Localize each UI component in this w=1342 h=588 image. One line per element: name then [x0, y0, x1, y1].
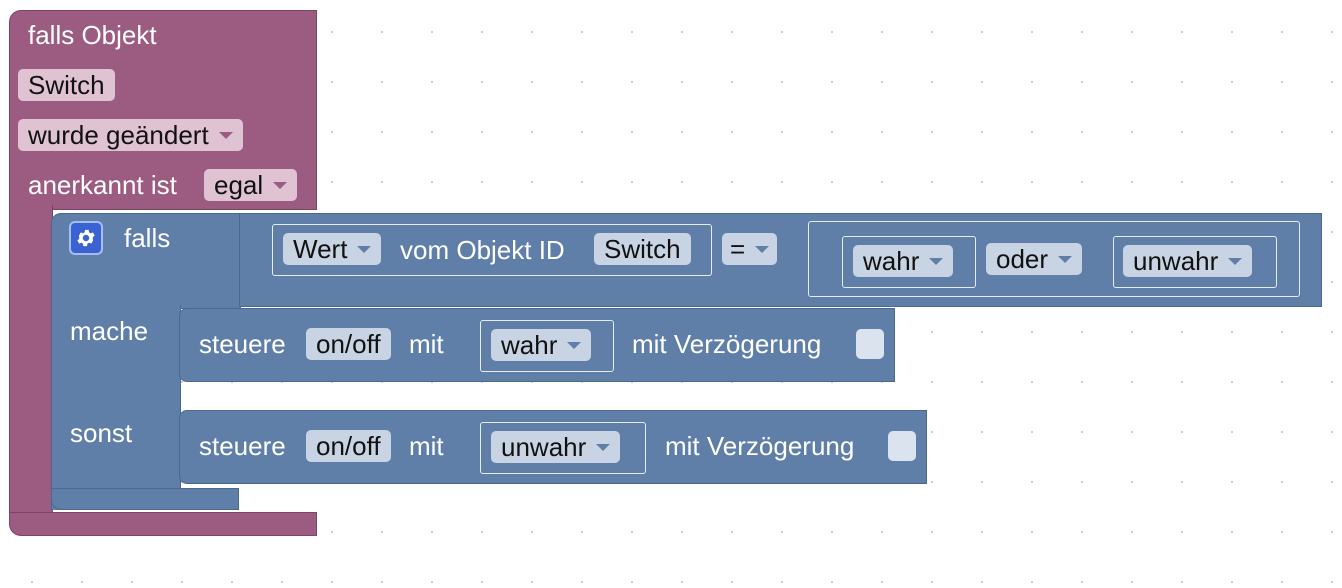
right-bool-dropdown[interactable]: unwahr — [1123, 245, 1253, 277]
trigger-block-footer — [9, 512, 317, 536]
else-delay-checkbox[interactable] — [888, 431, 916, 461]
then-target-field[interactable]: on/off — [306, 328, 391, 360]
else-delay-label: mit Verzögerung — [665, 431, 855, 461]
left-bool-outline — [842, 236, 976, 288]
then-control-label: steuere — [199, 329, 286, 359]
value-block-outline — [272, 224, 712, 276]
then-value-dropdown[interactable]: wahr — [491, 329, 592, 361]
gear-icon — [77, 229, 95, 247]
ack-dropdown[interactable]: egal — [204, 169, 298, 201]
if-block-footer — [51, 488, 239, 510]
right-bool-outline — [1113, 236, 1277, 288]
ack-label: anerkannt ist — [28, 170, 177, 200]
object-name-field[interactable]: Switch — [18, 69, 115, 101]
from-object-label: vom Objekt ID — [400, 235, 565, 265]
else-target-field[interactable]: on/off — [306, 430, 391, 462]
logic-operator-dropdown[interactable]: oder — [986, 243, 1083, 275]
do-label: mache — [70, 316, 149, 346]
if-block-spine — [51, 305, 181, 510]
else-control-label: steuere — [199, 431, 286, 461]
logic-block-outline — [808, 221, 1300, 297]
mutator-gear-icon[interactable] — [69, 221, 103, 255]
else-with-label: mit — [409, 431, 444, 461]
object-id-field[interactable]: Switch — [594, 233, 691, 265]
left-bool-dropdown[interactable]: wahr — [853, 245, 954, 277]
then-delay-label: mit Verzögerung — [632, 329, 822, 359]
operator-dropdown[interactable]: = — [722, 233, 778, 265]
attribute-dropdown[interactable]: Wert — [283, 233, 382, 265]
else-label: sonst — [70, 418, 133, 448]
if-label: falls — [124, 223, 171, 253]
event-dropdown[interactable]: wurde geändert — [18, 119, 243, 151]
trigger-block-spine — [9, 205, 53, 517]
then-with-label: mit — [409, 329, 444, 359]
then-delay-checkbox[interactable] — [856, 329, 884, 359]
trigger-title: falls Objekt — [28, 20, 157, 50]
then-value-outline — [480, 320, 614, 372]
else-value-outline — [480, 422, 646, 474]
else-value-dropdown[interactable]: unwahr — [491, 431, 621, 463]
